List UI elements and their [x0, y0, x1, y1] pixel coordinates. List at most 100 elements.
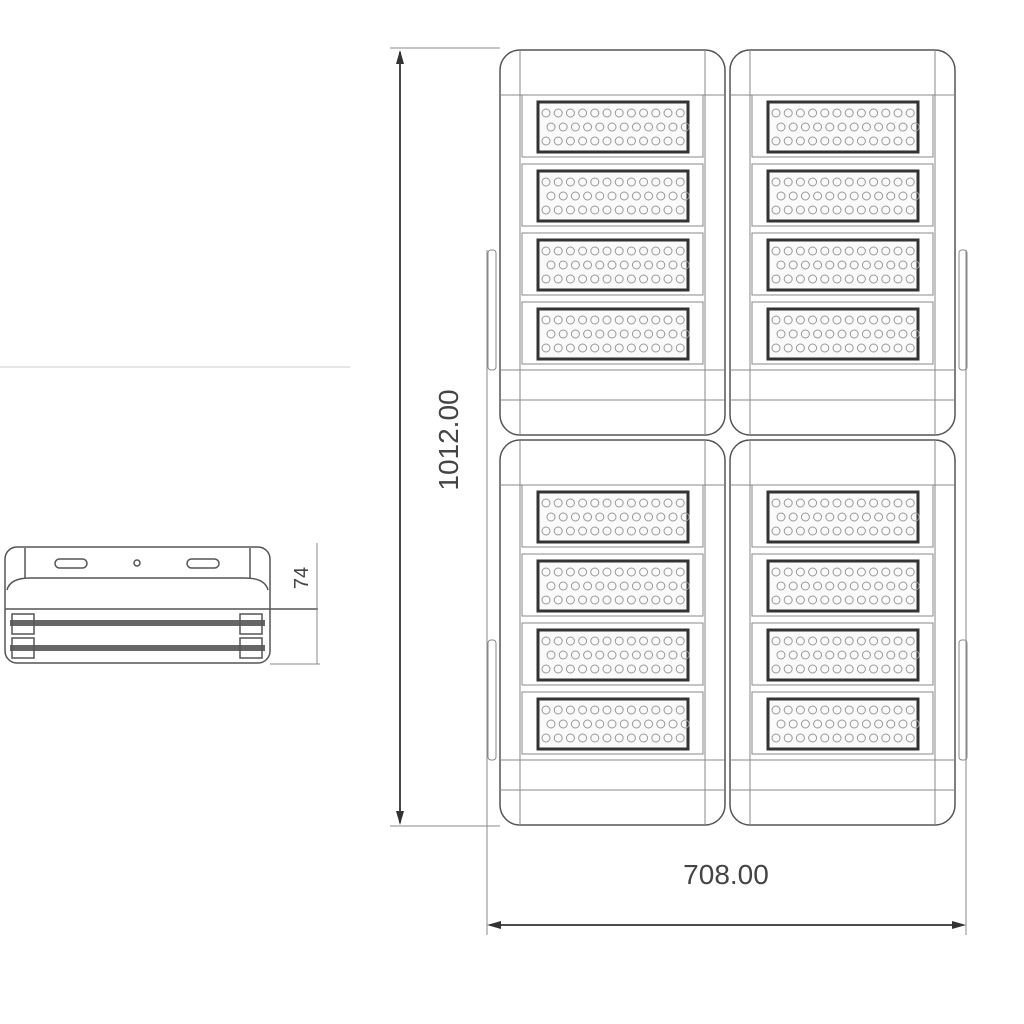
led-lens	[820, 205, 830, 215]
led-lens	[607, 260, 617, 270]
led-lens	[656, 719, 666, 729]
led-lens	[680, 650, 690, 660]
led-lens	[820, 733, 830, 743]
led-lens	[869, 526, 879, 536]
led-lens	[832, 177, 842, 187]
led-lens	[910, 122, 920, 132]
led-lens	[558, 719, 568, 729]
led-lens	[874, 581, 884, 591]
led-lens	[680, 512, 690, 522]
led-lens	[776, 191, 786, 201]
led-lens	[874, 329, 884, 339]
led-lens	[639, 274, 649, 284]
led-lens	[808, 177, 818, 187]
led-lens	[558, 512, 568, 522]
led-lens	[565, 498, 575, 508]
led-lens	[771, 274, 781, 284]
led-lens	[905, 636, 915, 646]
led-lens	[663, 567, 673, 577]
led-lens	[570, 329, 580, 339]
led-lens	[800, 260, 810, 270]
led-lens	[619, 650, 629, 660]
led-lens	[771, 205, 781, 215]
led-lens	[675, 136, 685, 146]
led-lens	[893, 274, 903, 284]
led-lens	[639, 664, 649, 674]
led-lens	[578, 177, 588, 187]
led-lens	[614, 733, 624, 743]
led-lens	[776, 719, 786, 729]
led-lens	[783, 567, 793, 577]
led-lens	[595, 719, 605, 729]
led-lens	[553, 343, 563, 353]
led-lens	[565, 177, 575, 187]
led-lens	[893, 636, 903, 646]
led-lens	[893, 664, 903, 674]
led-lens	[813, 512, 823, 522]
led-lens	[675, 177, 685, 187]
led-lens	[825, 512, 835, 522]
led-lens	[820, 246, 830, 256]
led-lens	[856, 705, 866, 715]
led-lens	[651, 343, 661, 353]
led-lens	[668, 260, 678, 270]
led-lens	[808, 567, 818, 577]
led-lens	[881, 205, 891, 215]
led-lens	[800, 191, 810, 201]
led-lens	[602, 108, 612, 118]
led-lens	[631, 329, 641, 339]
led-lens	[541, 343, 551, 353]
led-lens	[558, 122, 568, 132]
led-lens	[546, 260, 556, 270]
led-lens	[644, 581, 654, 591]
led-lens	[808, 664, 818, 674]
led-lens	[808, 526, 818, 536]
led-lens	[668, 191, 678, 201]
led-lens	[832, 705, 842, 715]
led-lens	[619, 191, 629, 201]
led-lens	[553, 315, 563, 325]
led-lens	[583, 581, 593, 591]
led-lens	[663, 705, 673, 715]
led-lens	[856, 136, 866, 146]
led-lens	[675, 274, 685, 284]
led-lens	[565, 315, 575, 325]
led-lens	[626, 664, 636, 674]
led-lens	[614, 664, 624, 674]
led-lens	[783, 498, 793, 508]
led-lens	[783, 636, 793, 646]
front-view	[487, 49, 968, 826]
led-lens	[844, 526, 854, 536]
led-lens	[886, 581, 896, 591]
led-lens	[783, 664, 793, 674]
led-lens	[619, 260, 629, 270]
led-lens	[680, 191, 690, 201]
led-lens	[881, 526, 891, 536]
led-lens	[898, 260, 908, 270]
led-lens	[602, 664, 612, 674]
led-lens	[570, 650, 580, 660]
led-lens	[626, 705, 636, 715]
led-lens	[856, 636, 866, 646]
led-lens	[893, 567, 903, 577]
led-lens	[578, 567, 588, 577]
led-lens	[631, 581, 641, 591]
led-lens	[820, 177, 830, 187]
led-lens	[602, 595, 612, 605]
led-panel	[521, 94, 704, 158]
led-lens	[553, 526, 563, 536]
led-lens	[813, 650, 823, 660]
led-lens	[578, 246, 588, 256]
led-lens	[905, 205, 915, 215]
led-lens	[905, 136, 915, 146]
led-module	[729, 439, 968, 826]
led-lens	[553, 664, 563, 674]
led-lens	[680, 122, 690, 132]
led-lens	[861, 719, 871, 729]
led-lens	[541, 274, 551, 284]
led-lens	[626, 733, 636, 743]
led-lens	[626, 343, 636, 353]
led-lens	[905, 733, 915, 743]
led-panel	[751, 691, 934, 755]
led-lens	[639, 343, 649, 353]
